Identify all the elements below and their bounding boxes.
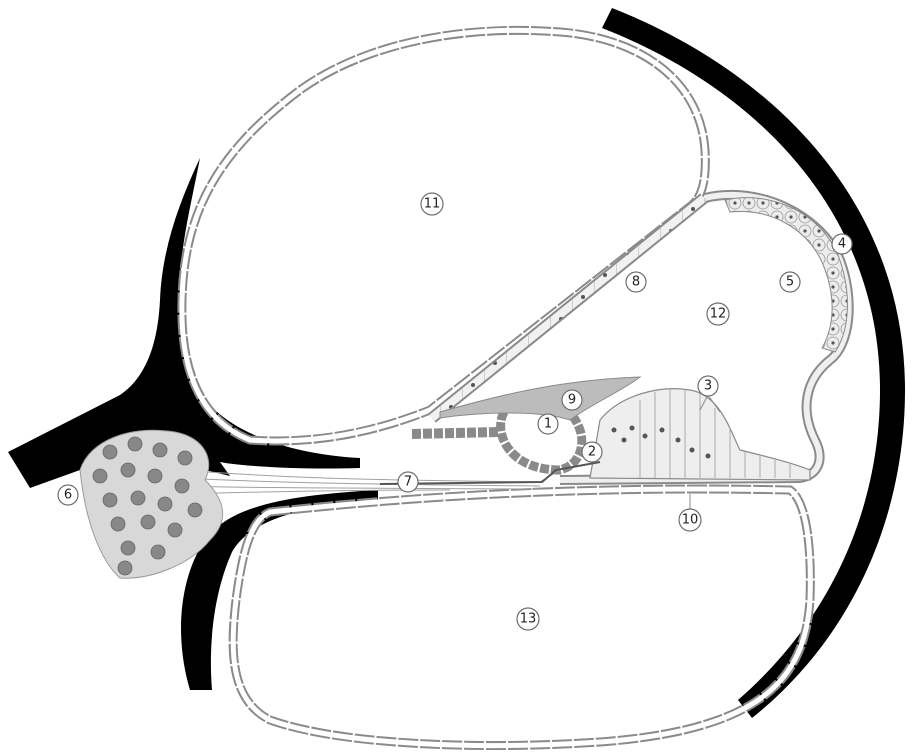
label-11: 11 <box>421 193 443 215</box>
label-2: 2 <box>582 442 602 462</box>
label-8: 8 <box>626 272 646 292</box>
label-5: 5 <box>780 272 800 292</box>
label-12: 12 <box>707 303 729 325</box>
svg-text:3: 3 <box>704 379 712 394</box>
svg-text:6: 6 <box>64 488 72 503</box>
spiral-limbus-cells <box>412 432 500 434</box>
svg-text:10: 10 <box>682 513 699 528</box>
svg-text:11: 11 <box>424 197 441 212</box>
label-4: 4 <box>832 234 852 254</box>
svg-text:7: 7 <box>404 475 412 490</box>
svg-text:2: 2 <box>588 445 596 460</box>
label-10: 10 <box>679 509 701 531</box>
label-6: 6 <box>58 485 78 505</box>
svg-text:1: 1 <box>544 417 552 432</box>
label-7: 7 <box>398 472 418 492</box>
svg-text:8: 8 <box>632 275 640 290</box>
outer-bony-wall <box>602 8 905 718</box>
svg-text:5: 5 <box>786 275 794 290</box>
label-9: 9 <box>562 390 582 410</box>
label-3: 3 <box>698 376 718 396</box>
svg-text:13: 13 <box>520 612 537 627</box>
svg-text:12: 12 <box>710 307 727 322</box>
svg-text:4: 4 <box>838 237 846 252</box>
label-13: 13 <box>517 608 539 630</box>
label-1: 1 <box>538 414 558 434</box>
svg-text:9: 9 <box>568 393 576 408</box>
